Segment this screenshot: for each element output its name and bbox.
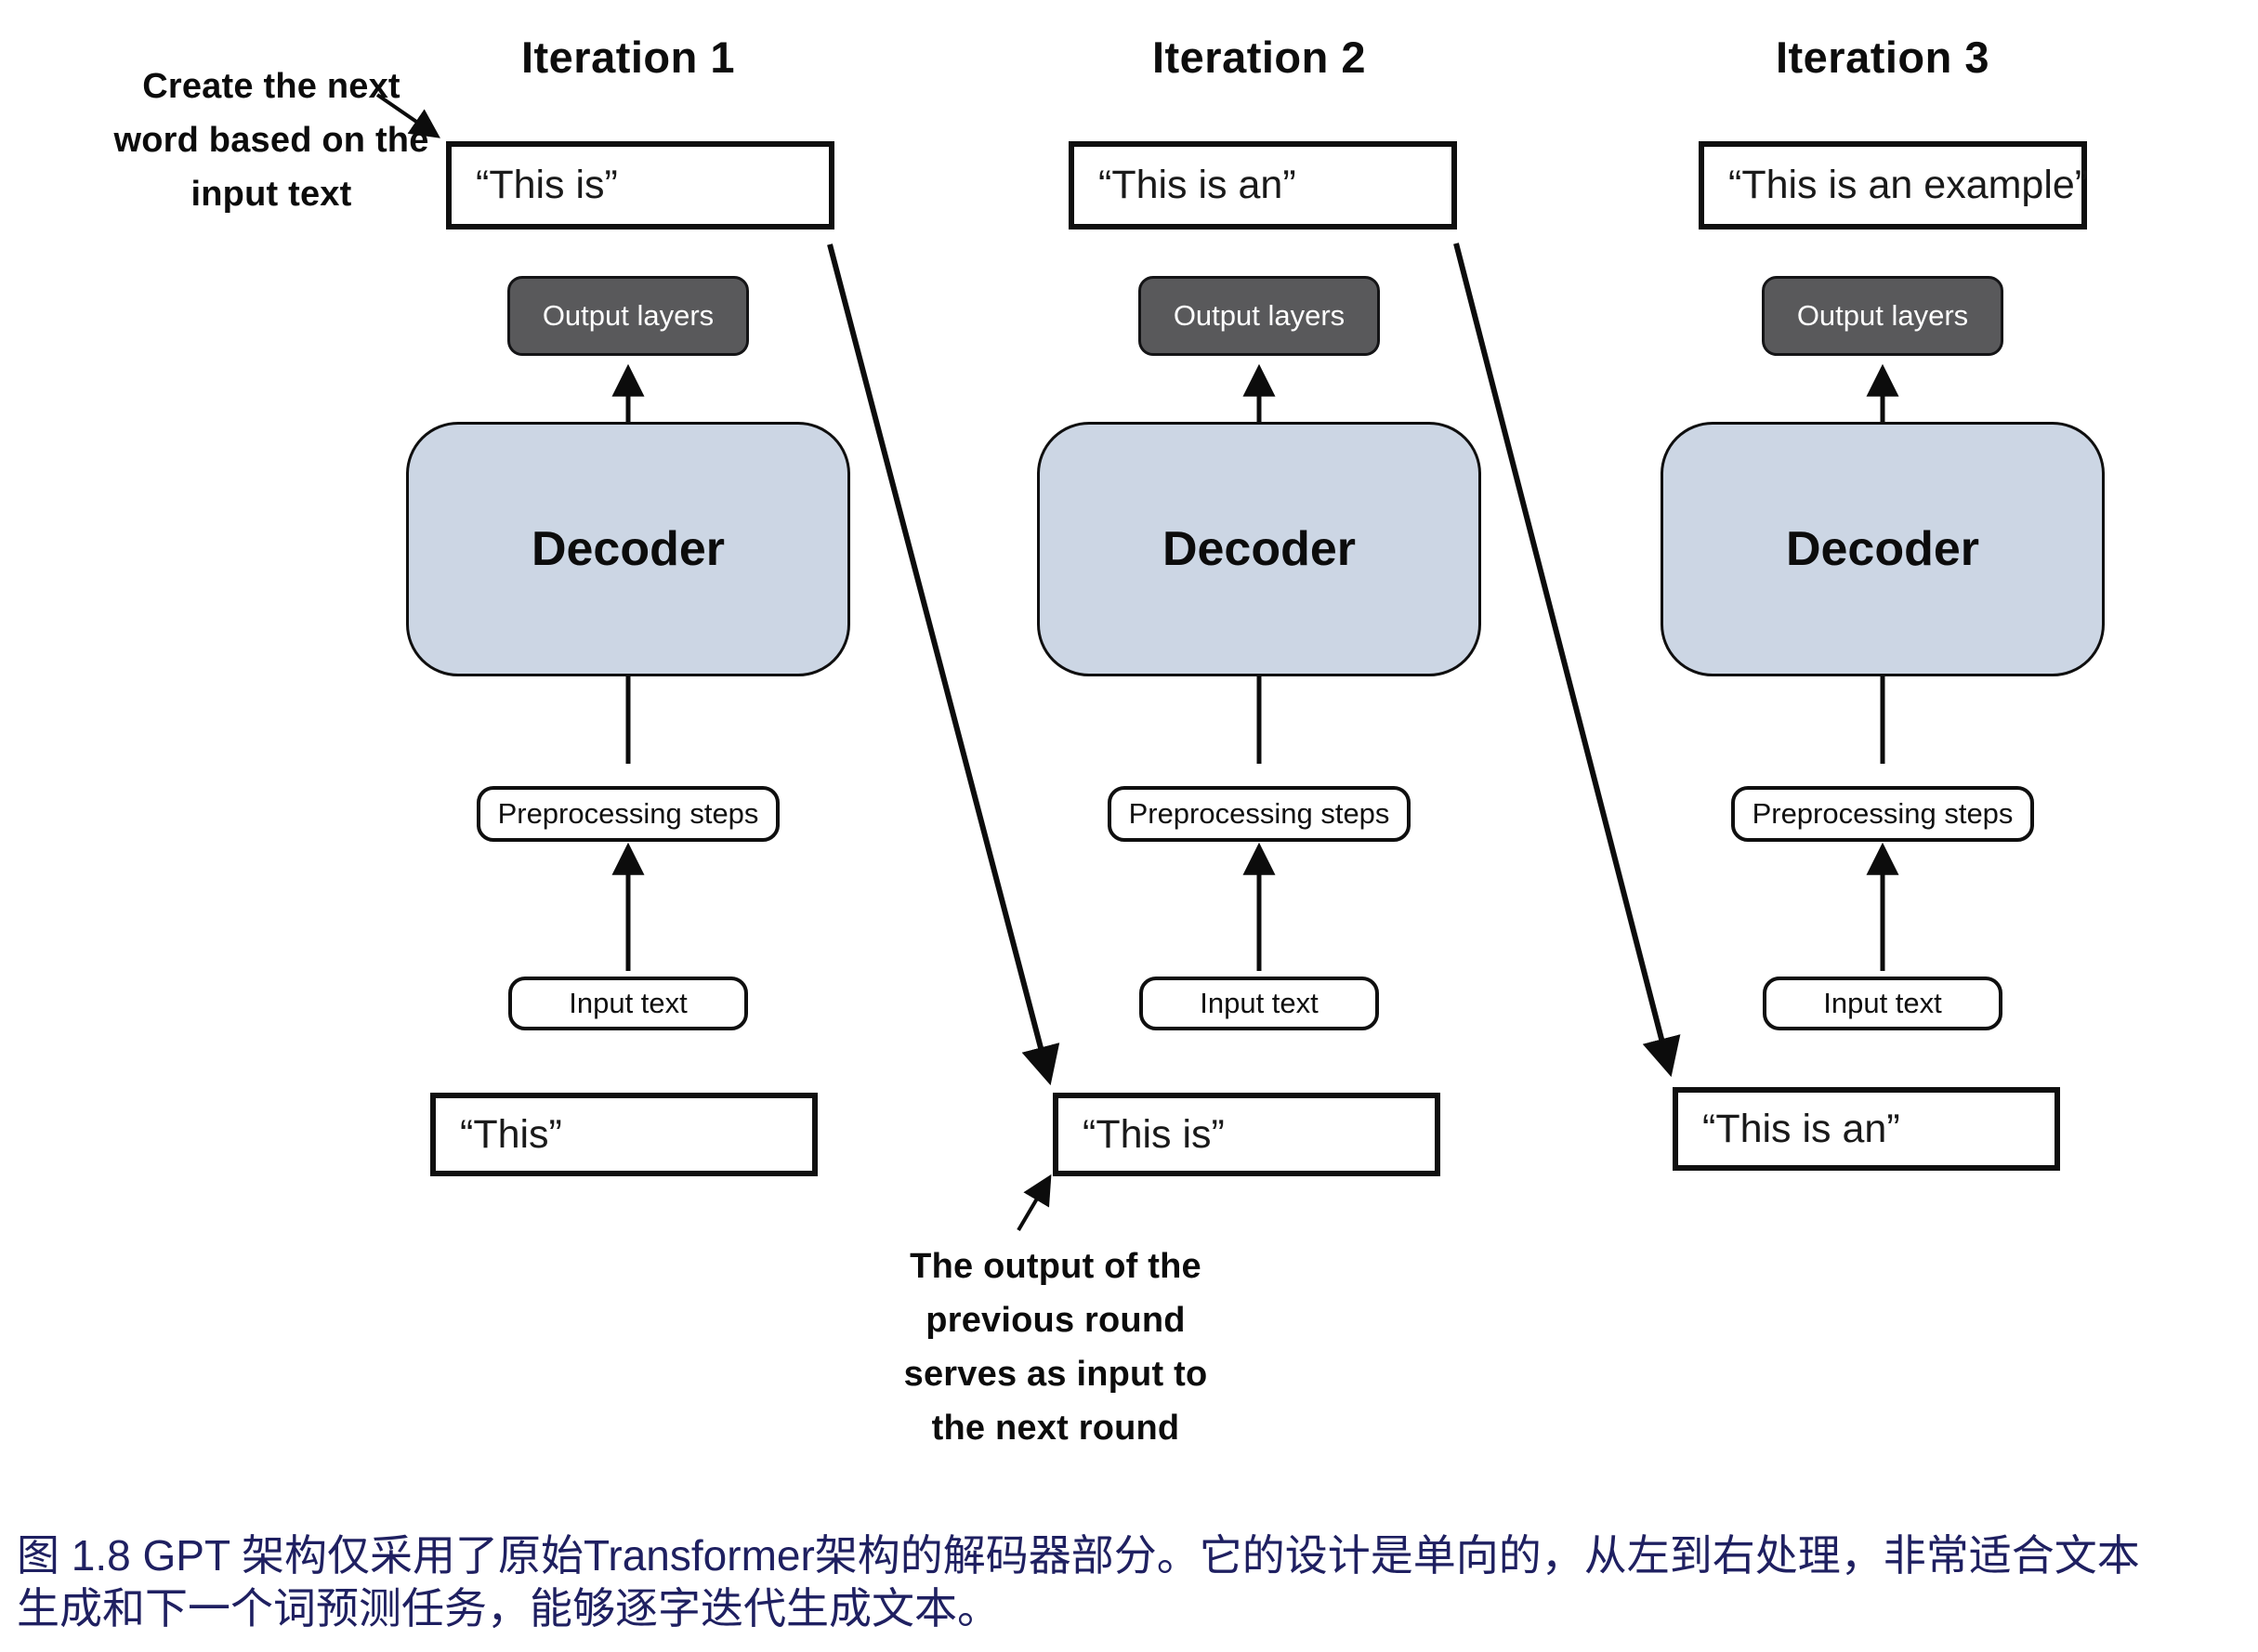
generated-text-box-3: “This is an example” xyxy=(1699,141,2088,229)
annotation-bottom-line-3: serves as input to xyxy=(903,1355,1208,1394)
output-layers-node-3: Output layers xyxy=(1762,276,2003,356)
annotation-bottom: The output of the previous round serves … xyxy=(864,1239,1247,1455)
decoder-node-2: Decoder xyxy=(1037,422,1481,676)
annotation-bottom-line-2: previous round xyxy=(926,1301,1186,1340)
output-layers-node-1: Output layers xyxy=(507,276,749,356)
annotation-bottom-line-4: the next round xyxy=(931,1409,1180,1448)
annotation-top-left-line-2: word based on the xyxy=(113,121,429,160)
input-text-node-1: Input text xyxy=(508,977,748,1030)
input-quote-box-3: “This is an” xyxy=(1673,1087,2060,1171)
figure-caption-line-2: 生成和下一个词预测任务，能够逐字迭代生成文本。 xyxy=(17,1584,1000,1632)
preprocessing-node-2: Preprocessing steps xyxy=(1108,786,1411,842)
figure-caption: 图 1.8 GPT 架构仅采用了原始Transformer架构的解码器部分。它的… xyxy=(17,1529,2247,1635)
generated-text-box-2: “This is an” xyxy=(1069,141,1457,229)
figure-caption-line-1: 图 1.8 GPT 架构仅采用了原始Transformer架构的解码器部分。它的… xyxy=(17,1531,2140,1580)
decoder-node-3: Decoder xyxy=(1661,422,2105,676)
annotation-top-left-line-3: input text xyxy=(190,175,352,214)
generated-text-box-1: “This is” xyxy=(446,141,834,229)
input-text-node-3: Input text xyxy=(1763,977,2002,1030)
iteration-1-title: Iteration 1 xyxy=(520,33,736,82)
input-quote-box-1: “This” xyxy=(430,1093,818,1176)
handoff-arrow-iteration2-to-iteration3 xyxy=(1453,243,1681,1078)
annotation-top-left: Create the next word based on the input … xyxy=(98,59,444,221)
input-quote-box-2: “This is” xyxy=(1053,1093,1440,1176)
preprocessing-node-3: Preprocessing steps xyxy=(1731,786,2034,842)
output-layers-node-2: Output layers xyxy=(1138,276,1380,356)
input-text-node-2: Input text xyxy=(1139,977,1379,1030)
decoder-node-1: Decoder xyxy=(406,422,850,676)
annotation-bottom-line-1: The output of the xyxy=(910,1247,1201,1286)
handoff-arrow-iteration1-to-iteration2 xyxy=(827,243,1060,1086)
annotation-arrow-bottom xyxy=(1017,1173,1052,1232)
iteration-2-title: Iteration 2 xyxy=(1151,33,1367,82)
iteration-3-title: Iteration 3 xyxy=(1775,33,1990,82)
preprocessing-node-1: Preprocessing steps xyxy=(477,786,780,842)
annotation-top-left-line-1: Create the next xyxy=(142,67,400,106)
